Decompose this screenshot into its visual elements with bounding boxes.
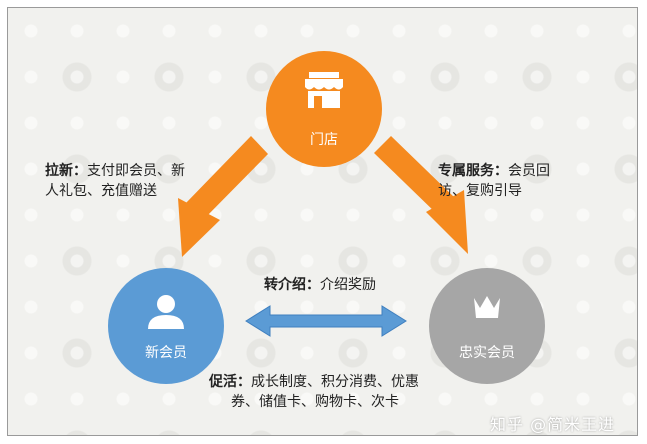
referral-title: 转介绍： — [264, 277, 320, 293]
promotion-annotation: 促活：成长制度、积分消费、优惠 券、储值卡、购物卡、次卡 — [209, 372, 419, 412]
crown-icon — [474, 296, 500, 318]
watermark: 知乎 @简米王进 — [490, 415, 616, 434]
acquire-text-line1: 支付即会员、新 — [87, 163, 185, 179]
arrow-store-to-new-member — [178, 136, 268, 257]
exclusive-text-line1: 会员回 — [508, 163, 550, 179]
exclusive-text-line2: 访、复购引导 — [438, 183, 522, 199]
loyal-member-node — [429, 268, 545, 384]
diagram-frame: 门店 新会员 忠实会员 拉新：支付即会员、新 人礼包、充值赠送 专属服务：会员回… — [7, 7, 638, 436]
loyal-member-label: 忠实会员 — [459, 345, 515, 361]
new-member-node — [108, 268, 224, 384]
storefront-icon — [305, 72, 343, 108]
promotion-text-line2: 券、储值卡、购物卡、次卡 — [231, 394, 399, 410]
exclusive-title: 专属服务： — [438, 163, 508, 179]
store-node — [266, 51, 382, 167]
person-icon — [148, 295, 184, 329]
new-member-label: 新会员 — [145, 345, 187, 361]
double-arrow-referral — [245, 305, 407, 337]
acquire-annotation: 拉新：支付即会员、新 人礼包、充值赠送 — [45, 161, 185, 201]
promotion-title: 促活： — [209, 374, 251, 390]
promotion-text-line1: 成长制度、积分消费、优惠 — [251, 374, 419, 390]
referral-text: 介绍奖励 — [320, 277, 376, 293]
acquire-text-line2: 人礼包、充值赠送 — [45, 183, 157, 199]
acquire-title: 拉新： — [45, 163, 87, 179]
diagram-canvas — [108, 51, 545, 384]
arrow-store-to-loyal-member — [374, 136, 468, 254]
referral-annotation: 转介绍：介绍奖励 — [264, 275, 376, 295]
exclusive-service-annotation: 专属服务：会员回 访、复购引导 — [438, 161, 550, 201]
store-label: 门店 — [310, 132, 338, 148]
